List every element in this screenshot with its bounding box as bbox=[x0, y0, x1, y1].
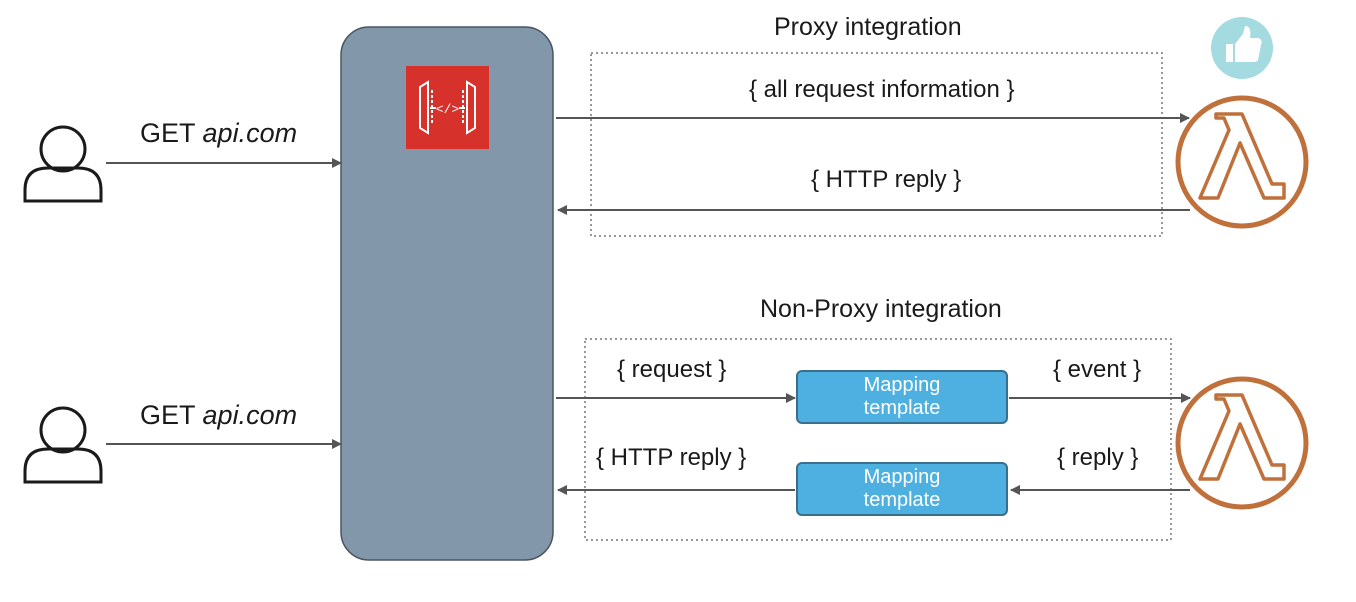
mapping-template-line1: Mapping bbox=[863, 374, 941, 396]
http-verb: GET bbox=[140, 118, 196, 148]
proxy-request-label: { all request information } bbox=[749, 76, 1015, 103]
lambda-icon bbox=[1175, 376, 1309, 510]
non-proxy-reply-label: { reply } bbox=[1057, 444, 1139, 471]
http-verb: GET bbox=[140, 400, 196, 430]
client-get-label: GET api.com bbox=[140, 402, 297, 429]
svg-text:</>: </> bbox=[436, 102, 460, 117]
non-proxy-integration-title: Non-Proxy integration bbox=[760, 295, 1002, 323]
mapping-template-reply: Mapping template bbox=[796, 462, 1008, 516]
user-icon bbox=[23, 406, 103, 484]
non-proxy-request-label: { request } bbox=[617, 356, 727, 383]
proxy-integration-box bbox=[590, 52, 1163, 237]
proxy-integration-title: Proxy integration bbox=[774, 13, 962, 41]
user-icon bbox=[23, 125, 103, 203]
non-proxy-event-label: { event } bbox=[1053, 356, 1142, 383]
api-host: api.com bbox=[202, 400, 298, 430]
api-host: api.com bbox=[202, 118, 298, 148]
client-get-label: GET api.com bbox=[140, 120, 297, 147]
api-gateway-icon: </> bbox=[406, 66, 489, 149]
proxy-reply-label: { HTTP reply } bbox=[811, 166, 962, 193]
api-gateway-panel bbox=[340, 26, 554, 561]
mapping-template-request: Mapping template bbox=[796, 370, 1008, 424]
mapping-template-line1: Mapping bbox=[863, 466, 941, 488]
non-proxy-integration-box bbox=[584, 338, 1172, 541]
non-proxy-http-reply-label: { HTTP reply } bbox=[596, 444, 747, 471]
mapping-template-line2: template bbox=[863, 489, 941, 511]
mapping-template-line2: template bbox=[863, 397, 941, 419]
thumbs-up-icon bbox=[1211, 17, 1273, 79]
lambda-icon bbox=[1175, 95, 1309, 229]
